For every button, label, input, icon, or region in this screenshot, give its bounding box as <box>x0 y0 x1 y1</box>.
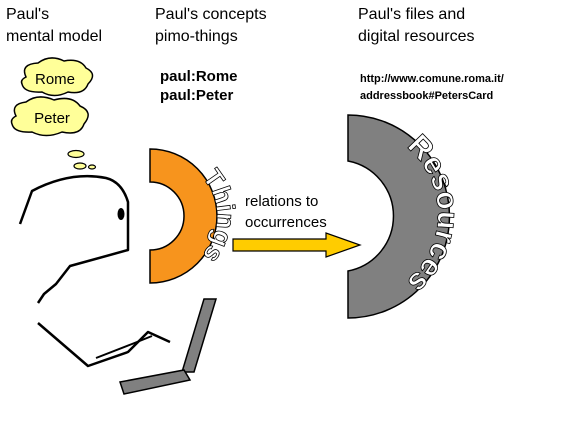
resource-uri: http://www.comune.roma.it/ addressbook#P… <box>360 71 504 105</box>
resources-arc <box>347 114 451 319</box>
files-header: Paul's files and digital resources <box>358 4 475 48</box>
mental-model-header-line2: mental model <box>6 28 103 45</box>
thought-bubble-medium <box>73 162 87 170</box>
laptop-base <box>119 369 192 395</box>
concept-uri-peter: paul:Peter <box>160 87 234 104</box>
files-header-line2: digital resources <box>358 28 475 45</box>
resource-uri-line1: http://www.comune.roma.it/ <box>360 73 504 85</box>
laptop-icon <box>119 298 218 395</box>
thought-cloud-rome <box>20 57 94 97</box>
thought-bubble-large <box>67 149 85 159</box>
concept-uri-rome: paul:Rome <box>160 68 238 85</box>
mental-model-header: Paul's mental model <box>6 4 102 48</box>
arrow-right-icon <box>232 232 362 258</box>
concept-uri-list: paul:Rome paul:Peter <box>160 67 238 105</box>
mental-model-header-line1: Paul's <box>6 6 50 23</box>
person-head-icon <box>18 174 171 368</box>
thought-rome-label: Rome <box>35 71 75 88</box>
resource-uri-line2: addressbook#PetersCard <box>360 90 494 102</box>
relation-label-line1: relations to <box>245 193 319 210</box>
things-arc <box>149 148 218 284</box>
thought-cloud-icon <box>10 57 97 170</box>
thought-bubble-small <box>87 164 97 170</box>
thought-cloud-peter <box>10 96 89 137</box>
person-eye <box>117 208 125 220</box>
relation-label: relations to occurrences <box>245 191 327 233</box>
thought-peter-label: Peter <box>34 110 70 127</box>
relation-arrow <box>232 232 362 258</box>
concepts-header-line2: pimo-things <box>155 28 238 45</box>
person-outline <box>18 174 130 304</box>
laptop-screen <box>180 298 218 373</box>
files-header-line1: Paul's files and <box>358 6 466 23</box>
concepts-header: Paul's concepts pimo-things <box>155 4 267 48</box>
concepts-header-line1: Paul's concepts <box>155 6 267 23</box>
person-hand <box>95 335 153 359</box>
person-arm <box>37 322 171 368</box>
relation-label-line2: occurrences <box>245 214 327 231</box>
